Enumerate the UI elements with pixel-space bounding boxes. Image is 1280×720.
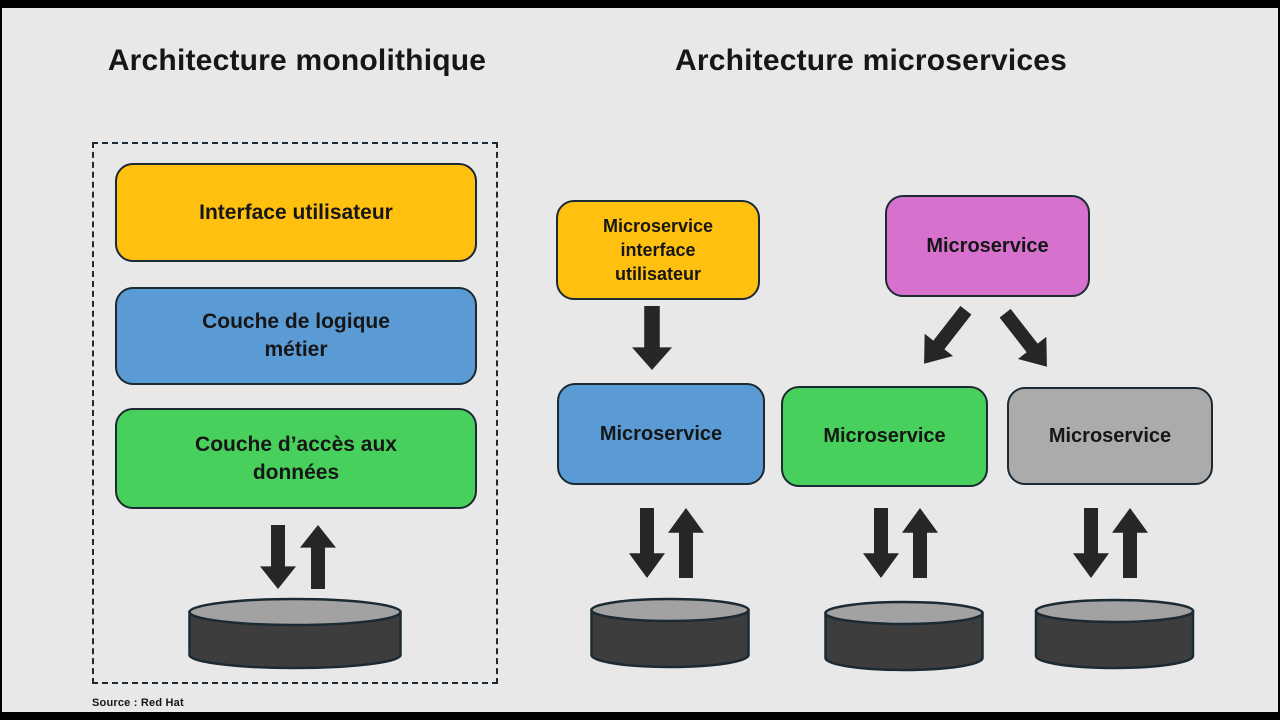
down-arrow-icon bbox=[1073, 508, 1109, 578]
layer-box-business-logic: Couche de logique métier bbox=[115, 287, 477, 385]
down-arrow-icon bbox=[260, 525, 296, 589]
database-icon bbox=[187, 597, 403, 671]
microservice-gateway-box: Microservice bbox=[885, 195, 1090, 297]
microservice-box-1: Microservice bbox=[557, 383, 765, 485]
layer-box-data-access: Couche d’accès aux données bbox=[115, 408, 477, 509]
layer-label: Couche de logique métier bbox=[202, 310, 390, 361]
diagonal-arrow-right-icon bbox=[991, 302, 1061, 378]
source-caption: Source : Red Hat bbox=[92, 697, 184, 709]
frame-edge-right bbox=[1278, 0, 1280, 720]
database-icon bbox=[1033, 598, 1196, 672]
node-label: Microservice bbox=[599, 422, 723, 445]
node-label: Microservice bbox=[926, 234, 1049, 257]
database-icon bbox=[823, 600, 985, 674]
frame-edge-bottom bbox=[0, 712, 1280, 720]
down-arrow-icon bbox=[632, 306, 672, 370]
node-label: Microservice bbox=[1048, 424, 1172, 447]
monolith-title: Architecture monolithique bbox=[107, 44, 487, 77]
monolith-boundary bbox=[92, 142, 498, 684]
up-arrow-icon bbox=[1112, 508, 1148, 578]
layer-label: Interface utilisateur bbox=[199, 200, 393, 224]
diagonal-arrow-left-icon bbox=[910, 299, 980, 375]
down-arrow-icon bbox=[629, 508, 665, 578]
down-arrow-icon bbox=[863, 508, 899, 578]
database-icon bbox=[589, 597, 751, 671]
layer-label: Couche d’accès aux données bbox=[195, 432, 397, 484]
frame-edge-top bbox=[0, 0, 1280, 8]
up-arrow-icon bbox=[902, 508, 938, 578]
microservice-box-2: Microservice bbox=[781, 386, 988, 487]
frame-edge-left bbox=[0, 0, 2, 720]
up-arrow-icon bbox=[300, 525, 336, 589]
microservice-ui-box: Microservice interface utilisateur bbox=[556, 200, 760, 300]
node-label: Microservice interface utilisateur bbox=[602, 216, 714, 284]
microservices-title: Architecture microservices bbox=[674, 44, 1068, 77]
up-arrow-icon bbox=[668, 508, 704, 578]
microservice-box-3: Microservice bbox=[1007, 387, 1213, 485]
layer-box-interface: Interface utilisateur bbox=[115, 163, 477, 262]
node-label: Microservice bbox=[823, 425, 946, 447]
